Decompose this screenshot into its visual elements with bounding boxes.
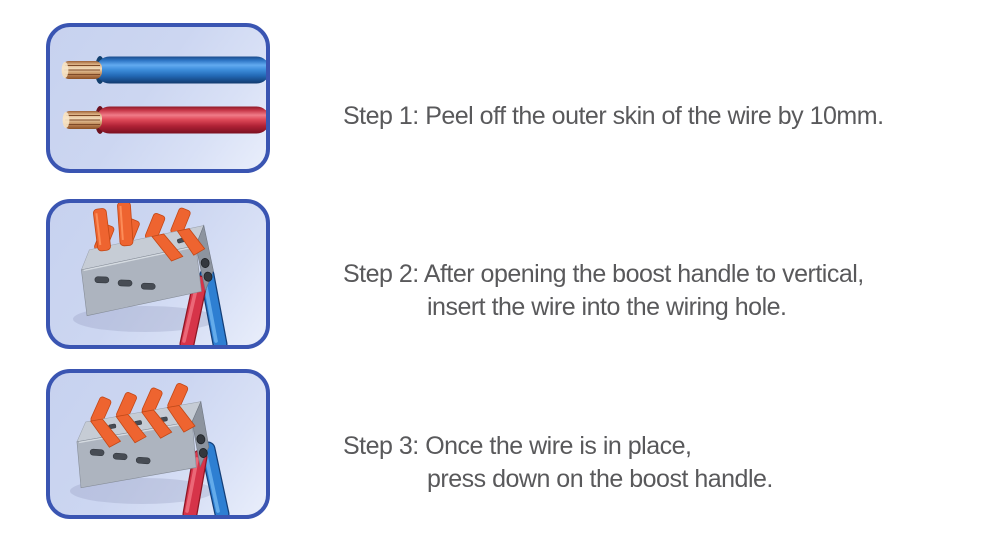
step-3-text-line2: press down on the boost handle.: [427, 465, 773, 493]
step-2-label: Step 2:: [343, 260, 419, 288]
boost-handles-raised: [92, 203, 134, 252]
connector-body: [76, 383, 210, 489]
step3-photo-frame: [46, 369, 270, 519]
step-1-caption: Step 1: Peel off the outer skin of the w…: [343, 100, 884, 133]
connector-body: [80, 203, 214, 317]
step-2-caption: Step 2: After opening the boost handle t…: [343, 258, 864, 324]
step-3-text-line1: Once the wire is in place,: [425, 432, 692, 460]
step2-photo-frame: [46, 199, 270, 349]
inserted-wires: [182, 441, 230, 515]
vent-slots: [94, 276, 156, 290]
step-2-text-line2: insert the wire into the wiring hole.: [427, 293, 787, 321]
boost-handles-down: [89, 405, 196, 448]
red-wire: [62, 106, 266, 134]
stripped-wires-photo: [61, 56, 266, 134]
step-1-label: Step 1:: [343, 102, 419, 130]
step-1-text: Peel off the outer skin of the wire by 1…: [425, 102, 884, 130]
step1-photo-frame: [46, 23, 270, 173]
step-3-label: Step 3:: [343, 432, 419, 460]
connector-closed-photo: [70, 383, 230, 515]
vent-slots: [89, 448, 151, 465]
step-3-caption: Step 3: Once the wire is in place, press …: [343, 430, 773, 496]
blue-wire: [61, 56, 266, 84]
connector-open-photo: [73, 203, 228, 345]
step-2-text-line1: After opening the boost handle to vertic…: [423, 260, 864, 288]
back-levers: [90, 383, 189, 425]
closed-levers: [151, 228, 206, 262]
